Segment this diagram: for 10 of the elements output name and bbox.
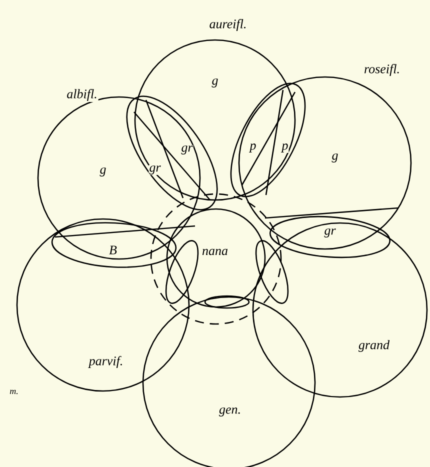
region-label: p xyxy=(280,143,289,153)
region-label: gr xyxy=(180,145,194,155)
dashed-circle xyxy=(150,193,282,325)
node-label: aureifl. xyxy=(210,19,246,31)
region-label: gr xyxy=(324,228,336,238)
region-label: m. xyxy=(9,389,19,395)
region-label: B xyxy=(108,245,118,255)
node-label: roseifl. xyxy=(364,64,399,76)
region-label: p xyxy=(248,143,257,153)
region-label: gr xyxy=(148,165,162,175)
